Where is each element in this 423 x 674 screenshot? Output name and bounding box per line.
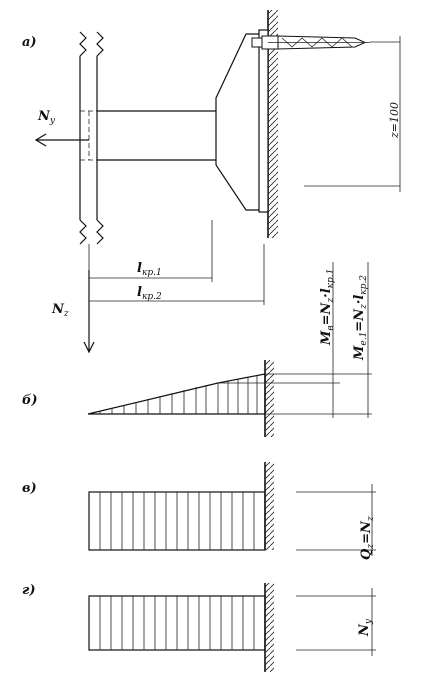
column-break-top-right bbox=[96, 31, 104, 57]
bracket-flange bbox=[258, 29, 269, 213]
column-break-top-left bbox=[79, 31, 87, 57]
m-e1-label: Mе.1=Nz·lкр.2 bbox=[352, 275, 369, 361]
panel-v: в) Qz=Nz bbox=[22, 462, 376, 560]
bracket-profile bbox=[215, 33, 259, 211]
m-b-label: Mв=Nz·lкр.1 bbox=[319, 269, 336, 346]
shear-hatch bbox=[99, 492, 255, 550]
panel-a: а) Ny bbox=[22, 10, 401, 354]
panel-v-label: в) bbox=[22, 481, 37, 496]
panel-g-label: г) bbox=[22, 583, 35, 598]
wall-g-hatch bbox=[265, 583, 274, 672]
nz-label: Nz bbox=[51, 302, 69, 319]
column-break-bottom-left bbox=[79, 219, 87, 245]
wall-hatch bbox=[268, 10, 278, 238]
ny-label: Ny bbox=[37, 109, 56, 126]
panel-b-label: б) bbox=[22, 393, 38, 408]
moment-diagram-outline bbox=[87, 373, 266, 415]
wall-v-hatch bbox=[265, 462, 274, 550]
nz-arrow-head bbox=[83, 341, 95, 354]
ny-arrow-head bbox=[34, 133, 47, 147]
axial-hatch bbox=[99, 596, 255, 650]
z-dim-label: z=100 bbox=[388, 102, 401, 139]
anchor-bolt bbox=[251, 35, 370, 50]
panel-a-label: а) bbox=[22, 35, 37, 50]
column-break-bottom-right bbox=[96, 219, 104, 245]
panel-g: г) Ny bbox=[22, 583, 376, 672]
wall-b-hatch bbox=[265, 360, 274, 437]
n-label: Ny bbox=[357, 618, 374, 637]
q-label: Qz=Nz bbox=[359, 516, 376, 560]
lkr1-label: lкр.1 bbox=[137, 261, 162, 278]
panel-b: б) Mв=Nz·lкр.1 bbox=[22, 262, 372, 437]
moment-hatch bbox=[99, 376, 258, 414]
lkr2-label: lкр.2 bbox=[137, 285, 162, 302]
